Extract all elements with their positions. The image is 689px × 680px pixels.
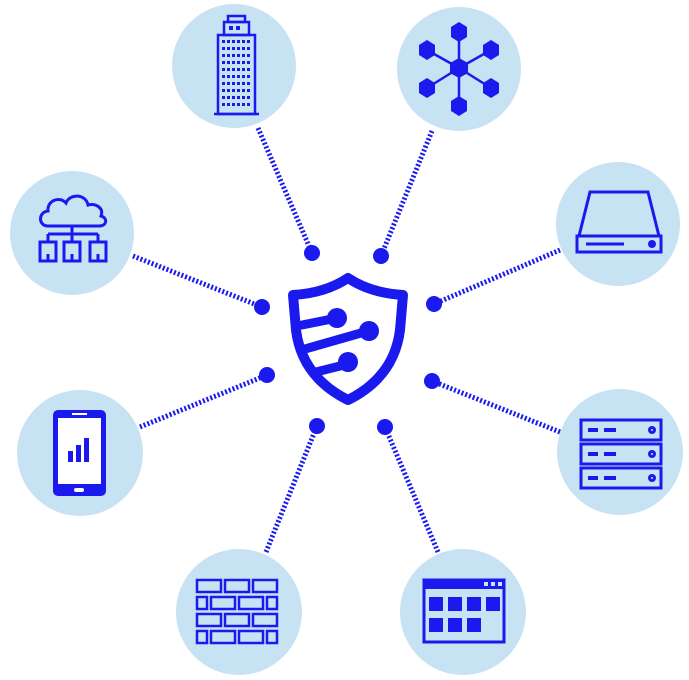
node-building xyxy=(172,4,296,128)
office-building-icon xyxy=(214,14,259,116)
connector-server xyxy=(431,378,561,435)
node-cloud xyxy=(10,171,134,295)
shield-circuit-icon xyxy=(288,273,408,405)
server-rack-icon xyxy=(579,418,663,490)
connector-cloud xyxy=(132,253,263,310)
firewall-brick-wall-icon xyxy=(195,578,279,645)
node-server xyxy=(557,389,683,515)
connectors xyxy=(132,127,561,553)
network-hub-icon xyxy=(419,22,499,116)
endpoint-hub xyxy=(373,248,389,264)
node-drive xyxy=(556,162,680,286)
endpoint-browser xyxy=(377,419,393,435)
node-hub xyxy=(397,7,521,131)
connector-browser xyxy=(382,426,441,553)
endpoint-firewall xyxy=(309,418,325,434)
node-tablet xyxy=(17,390,143,516)
connector-hub xyxy=(378,130,435,257)
cloud-network-icon xyxy=(38,194,108,263)
tablet-analytics-icon xyxy=(53,410,106,496)
endpoint-drive xyxy=(426,296,442,312)
endpoint-server xyxy=(424,373,440,389)
connector-firewall xyxy=(263,425,320,553)
endpoint-building xyxy=(304,245,320,261)
connector-endpoints xyxy=(254,245,442,435)
node-browser xyxy=(400,549,526,675)
connector-tablet xyxy=(139,372,268,430)
connector-building xyxy=(255,127,315,254)
browser-window-icon xyxy=(422,578,506,644)
storage-drive-icon xyxy=(575,190,663,254)
connector-drive xyxy=(433,247,561,307)
endpoint-tablet xyxy=(259,367,275,383)
node-firewall xyxy=(176,549,302,675)
endpoint-cloud xyxy=(254,299,270,315)
